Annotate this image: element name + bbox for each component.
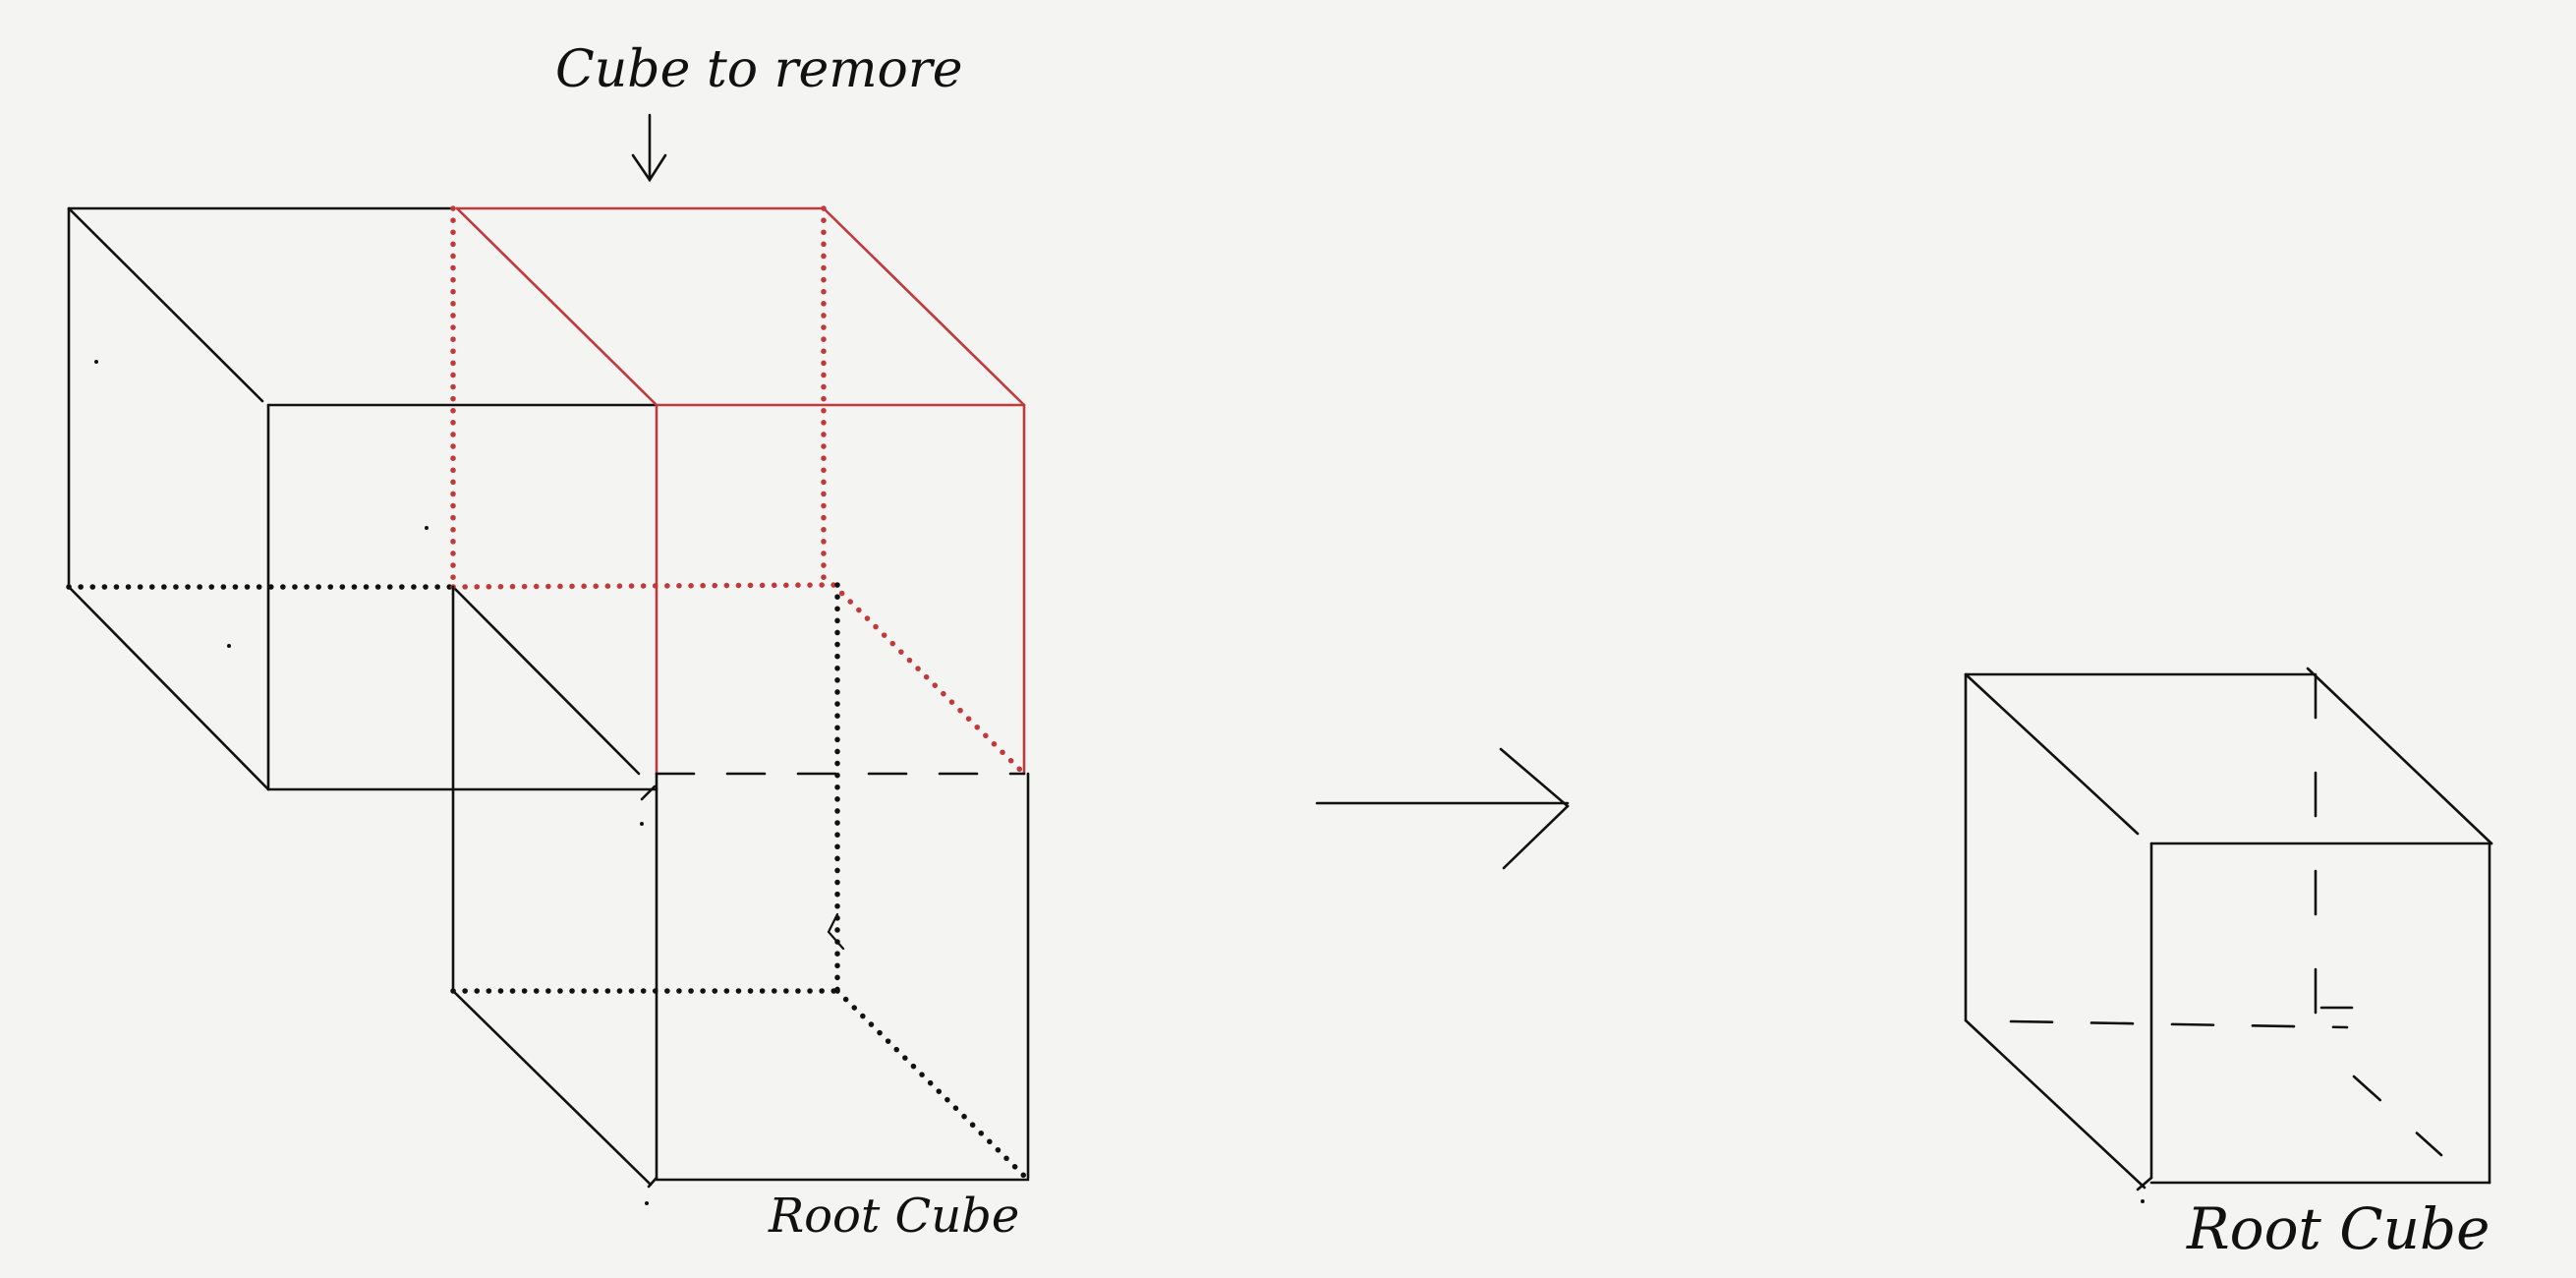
left-root-cube-caption: Root Cube (768, 1189, 1019, 1244)
cube-to-remove (450, 205, 1026, 776)
arrow-down-icon (631, 113, 667, 183)
arrow-right-icon (1315, 747, 1570, 870)
after-diagram: Root Cube (1964, 667, 2493, 1262)
left-root-cube (450, 582, 1031, 1205)
before-diagram: Cube to remore Root Cube (66, 40, 1031, 1244)
right-root-cube-caption: Root Cube (2186, 1195, 2490, 1262)
right-root-cube (1964, 667, 2493, 1203)
top-left-cube (66, 206, 658, 791)
annotation-group: Cube to remore (555, 40, 962, 183)
annotation-label: Cube to remore (555, 40, 962, 99)
